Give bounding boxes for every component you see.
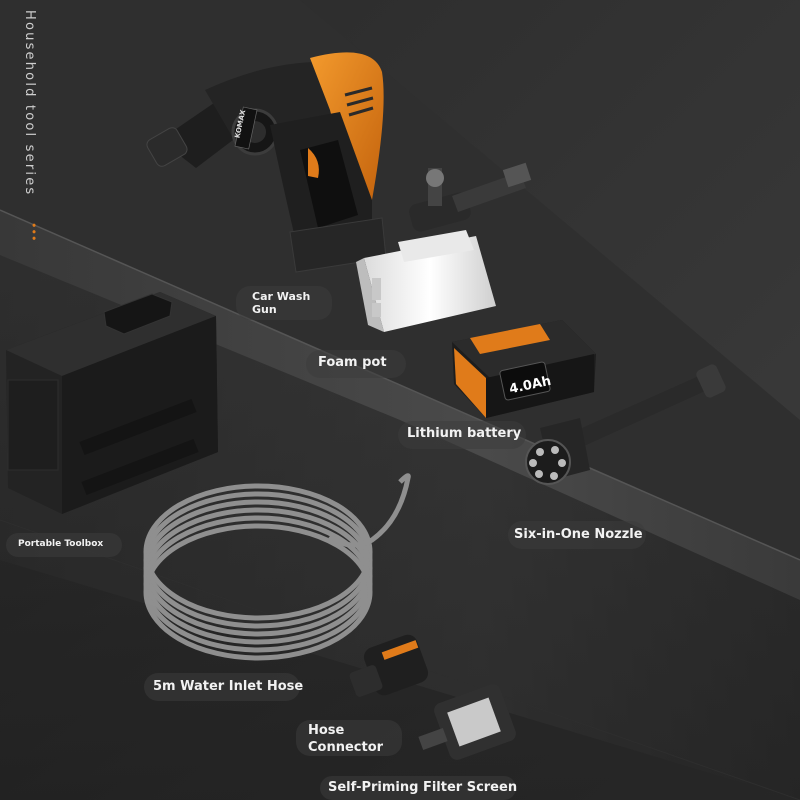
filter-screen-illustration [418,684,516,760]
platform-edge [0,209,800,561]
label-bg [398,421,526,449]
six-in-one-nozzle-illustration [525,364,726,485]
label-bg [144,673,300,701]
hose-connector-illustration [349,634,429,697]
car-wash-gun-illustration [146,52,387,273]
series-dots: ••• [27,222,40,242]
label-car-wash-gun: Car Wash Gun [252,290,311,316]
label-portable-toolbox: Portable Toolbox [18,539,104,549]
label-hose-connector: Hose Connector [308,723,384,755]
label-foam-pot: Foam pot [318,355,387,370]
lithium-battery-illustration: 4.0Ah [452,320,596,418]
label-filter-screen: Self-Priming Filter Screen [328,780,518,795]
label-lithium-battery: Lithium battery [407,426,522,441]
label-bg [296,720,402,756]
label-bg [306,350,406,378]
portable-toolbox-illustration [6,292,218,514]
foam-pot-illustration [356,162,532,332]
label-bg [236,286,332,320]
label-bg [6,533,122,557]
label-water-inlet-hose: 5m Water Inlet Hose [153,679,304,694]
label-bg [508,521,646,549]
label-six-in-one-nozzle: Six-in-One Nozzle [514,527,643,542]
water-inlet-hose-illustration [143,473,411,661]
series-title: Household tool series [22,10,37,197]
label-bg [320,776,516,800]
